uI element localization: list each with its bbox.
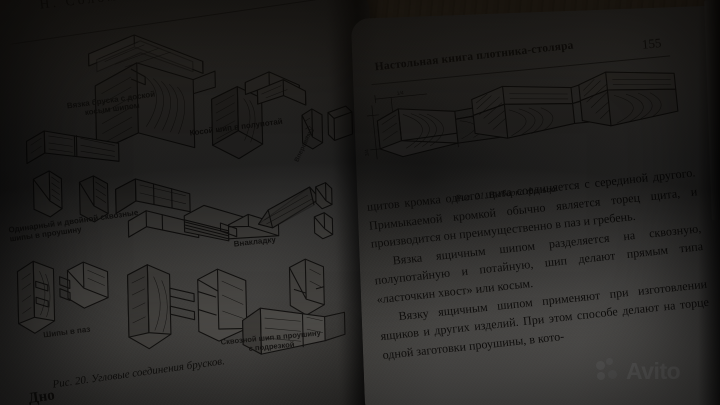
avito-watermark: Avito [596, 357, 681, 384]
figure-vnakladku-bar-drawing [257, 182, 334, 240]
dim-label-quarter: 1/4 [397, 90, 405, 97]
right-dark-falloff [698, 0, 720, 405]
avito-dots-icon [596, 358, 622, 384]
right-page-body: щитов кромка одного щита соединяется с с… [366, 163, 712, 364]
page-number: 155 [641, 35, 663, 52]
figure-kosoy-ship-drawing [211, 71, 307, 160]
next-section-heading: Дно [27, 387, 56, 405]
left-page: Н. Соломатина [0, 0, 379, 405]
avito-wordmark: Avito [626, 357, 681, 384]
dim-label-depth: 3/4 [364, 149, 371, 157]
right-page: Настольная книга плотника-столяра 155 1/… [350, 5, 720, 405]
